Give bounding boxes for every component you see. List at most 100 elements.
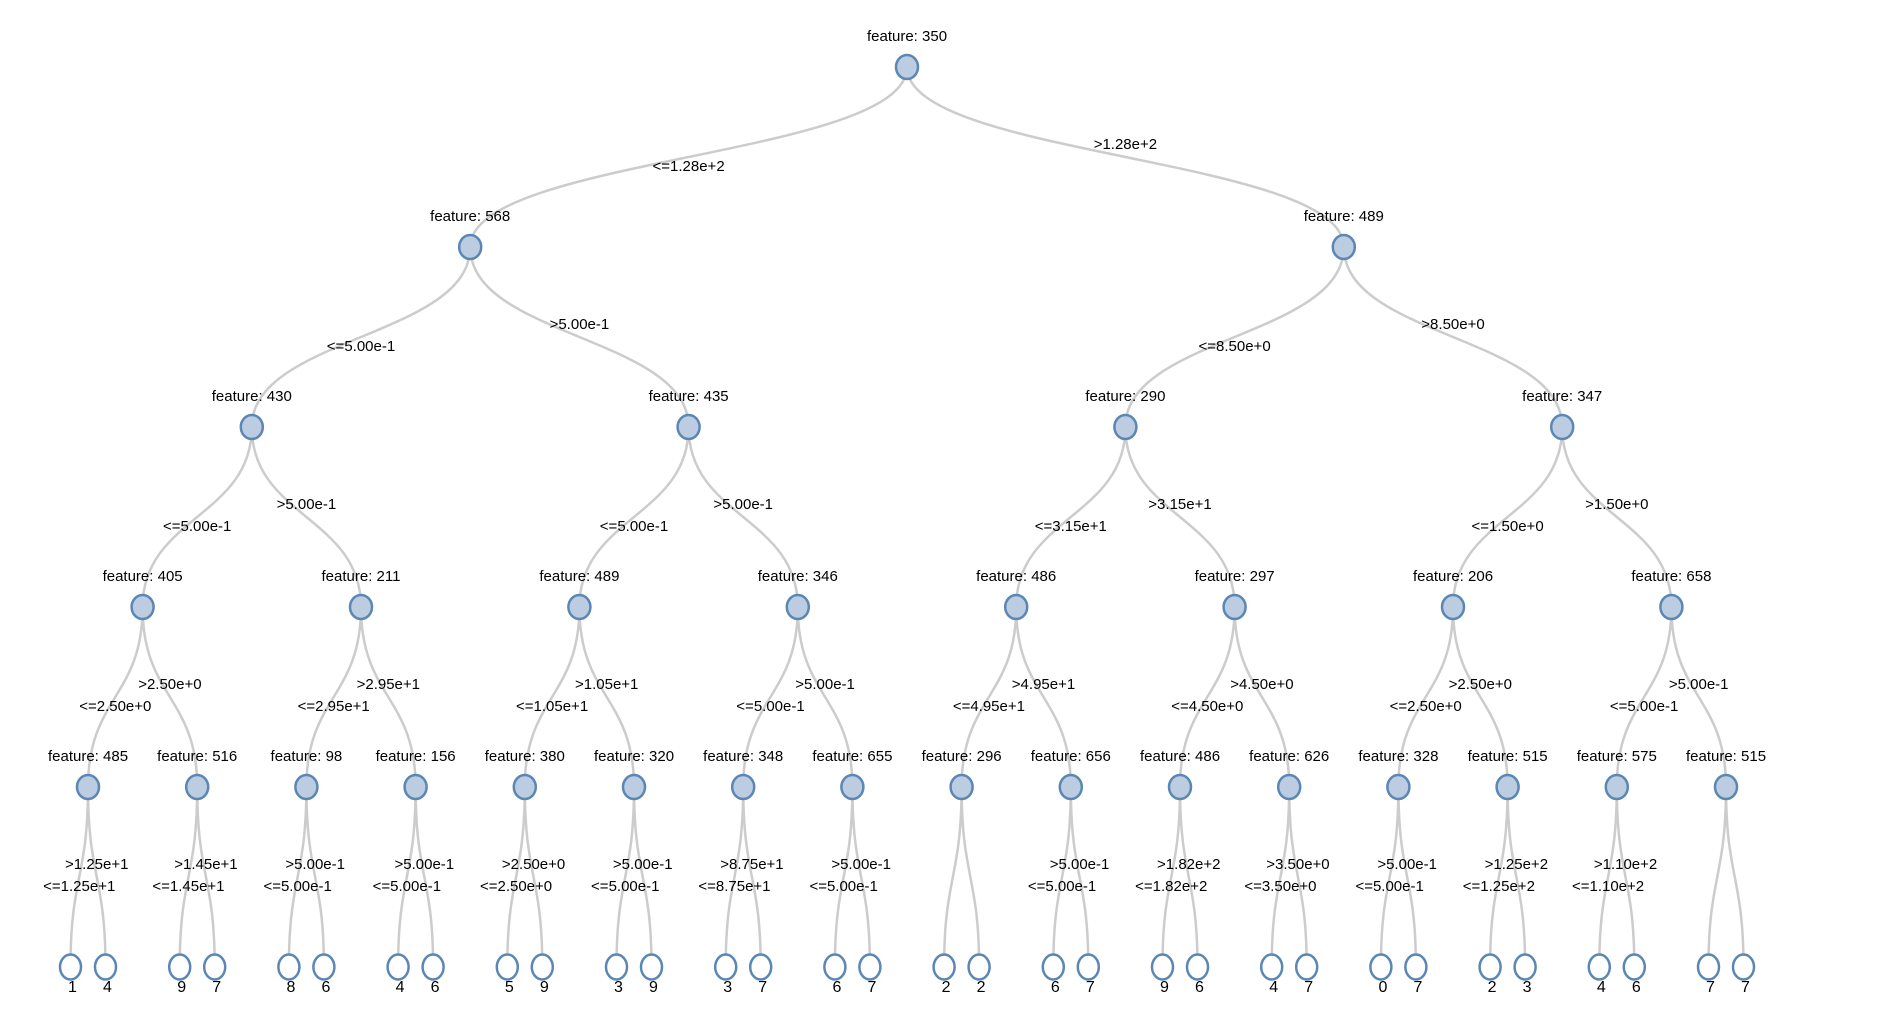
tree-link xyxy=(1615,786,1636,968)
node-feature-label: feature: 515 xyxy=(1468,748,1548,765)
leaf-node xyxy=(386,953,410,981)
tree-node xyxy=(1113,413,1138,441)
leaf-class-label: 7 xyxy=(212,979,221,996)
edge-label-right: >5.00e-1 xyxy=(795,676,855,693)
node-feature-label: feature: 435 xyxy=(649,388,729,405)
tree-link xyxy=(851,786,872,968)
leaf-node xyxy=(823,953,847,981)
node-feature-label: feature: 380 xyxy=(485,748,565,765)
tree-link xyxy=(1451,606,1509,788)
leaf-node xyxy=(202,953,227,981)
node-feature-label: feature: 297 xyxy=(1195,568,1275,585)
edge-label-left: <=8.50e+0 xyxy=(1199,338,1271,355)
tree-link xyxy=(1342,246,1564,428)
tree-node xyxy=(1713,773,1739,801)
edge-label-left: <=5.00e-1 xyxy=(600,518,668,535)
tree-link xyxy=(1014,606,1073,788)
tree-link xyxy=(1560,426,1673,608)
leaf-node xyxy=(604,953,629,981)
tree-link xyxy=(1052,786,1073,968)
tree-link xyxy=(1598,786,1619,968)
edge-label-right: >1.45e+1 xyxy=(174,856,237,873)
tree-node xyxy=(1440,593,1466,621)
leaf-node xyxy=(1259,953,1284,981)
leaf-class-label: 6 xyxy=(832,979,841,996)
leaf-class-label: 1 xyxy=(68,979,77,996)
leaf-node xyxy=(967,953,991,981)
leaf-class-label: 5 xyxy=(505,979,514,996)
leaf-node xyxy=(167,953,192,981)
edge-label-right: >8.50e+0 xyxy=(1421,316,1484,333)
leaf-class-label: 7 xyxy=(1413,979,1422,996)
tree-link xyxy=(1161,786,1182,968)
leaf-node xyxy=(1587,953,1612,981)
tree-link xyxy=(86,786,107,968)
leaf-node xyxy=(1369,953,1393,981)
tree-node xyxy=(785,593,811,621)
node-feature-label: feature: 489 xyxy=(539,568,619,585)
tree-node xyxy=(512,773,538,801)
node-feature-label: feature: 658 xyxy=(1631,568,1711,585)
tree-link xyxy=(359,606,417,788)
leaf-class-label: 7 xyxy=(1304,979,1313,996)
tree-link xyxy=(1014,426,1127,608)
tree-link xyxy=(195,786,216,968)
tree-link xyxy=(141,606,199,788)
tree-link xyxy=(1724,786,1745,968)
tree-link xyxy=(833,786,854,968)
tree-node xyxy=(949,773,974,801)
edge-label-left: <=1.25e+2 xyxy=(1463,878,1535,895)
leaf-node xyxy=(932,953,956,981)
tree-link xyxy=(1124,426,1236,608)
tree-link xyxy=(1287,786,1308,968)
edge-label-left: <=5.00e-1 xyxy=(373,878,441,895)
edge-label-left: <=1.10e+2 xyxy=(1572,878,1644,895)
node-feature-label: feature: 568 xyxy=(430,208,510,225)
edge-label-left: <=1.25e+1 xyxy=(43,878,115,895)
node-feature-label: feature: 346 xyxy=(758,568,838,585)
leaf-class-label: 4 xyxy=(396,979,405,996)
tree-link xyxy=(1488,786,1509,968)
edge-label-right: >1.28e+2 xyxy=(1094,136,1157,153)
node-feature-label: feature: 98 xyxy=(271,748,343,765)
tree-link xyxy=(86,606,144,788)
tree-node xyxy=(239,413,265,441)
tree-link xyxy=(468,246,690,428)
node-feature-label: feature: 656 xyxy=(1031,748,1111,765)
edge-label-right: >5.00e-1 xyxy=(285,856,345,873)
tree-link xyxy=(1379,786,1400,968)
edge-label-left: <=2.50e+0 xyxy=(480,878,552,895)
tree-link xyxy=(741,606,800,788)
tree-node xyxy=(1604,773,1630,801)
leaf-class-label: 3 xyxy=(614,979,623,996)
node-feature-label: feature: 486 xyxy=(976,568,1056,585)
tree-node xyxy=(75,773,101,801)
leaf-class-label: 7 xyxy=(1741,979,1750,996)
edge-label-right: >1.25e+1 xyxy=(65,856,128,873)
tree-node xyxy=(894,53,920,81)
edge-label-left: <=5.00e-1 xyxy=(591,878,659,895)
edge-label-right: >2.50e+0 xyxy=(502,856,565,873)
node-feature-label: feature: 626 xyxy=(1249,748,1329,765)
tree-link xyxy=(1451,426,1564,608)
edge-label-left: <=5.00e-1 xyxy=(736,698,804,715)
tree-node xyxy=(348,593,374,621)
tree-link xyxy=(578,606,636,788)
edge-label-left: <=2.50e+0 xyxy=(1390,698,1462,715)
node-feature-label: feature: 350 xyxy=(867,28,947,45)
leaf-class-label: 3 xyxy=(1523,979,1532,996)
tree-node xyxy=(1495,773,1520,801)
edge-label-right: >5.00e-1 xyxy=(1050,856,1110,873)
node-feature-label: feature: 655 xyxy=(812,748,892,765)
leaf-node xyxy=(530,953,555,981)
tree-link xyxy=(615,786,636,968)
tree-link xyxy=(523,786,544,968)
edge-label-left: <=5.00e-1 xyxy=(1610,698,1678,715)
tree-link xyxy=(942,786,963,968)
edge-label-right: >1.82e+2 xyxy=(1157,856,1220,873)
tree-link xyxy=(414,786,435,968)
node-feature-label: feature: 156 xyxy=(376,748,456,765)
node-feature-label: feature: 430 xyxy=(212,388,292,405)
tree-node xyxy=(676,413,701,441)
